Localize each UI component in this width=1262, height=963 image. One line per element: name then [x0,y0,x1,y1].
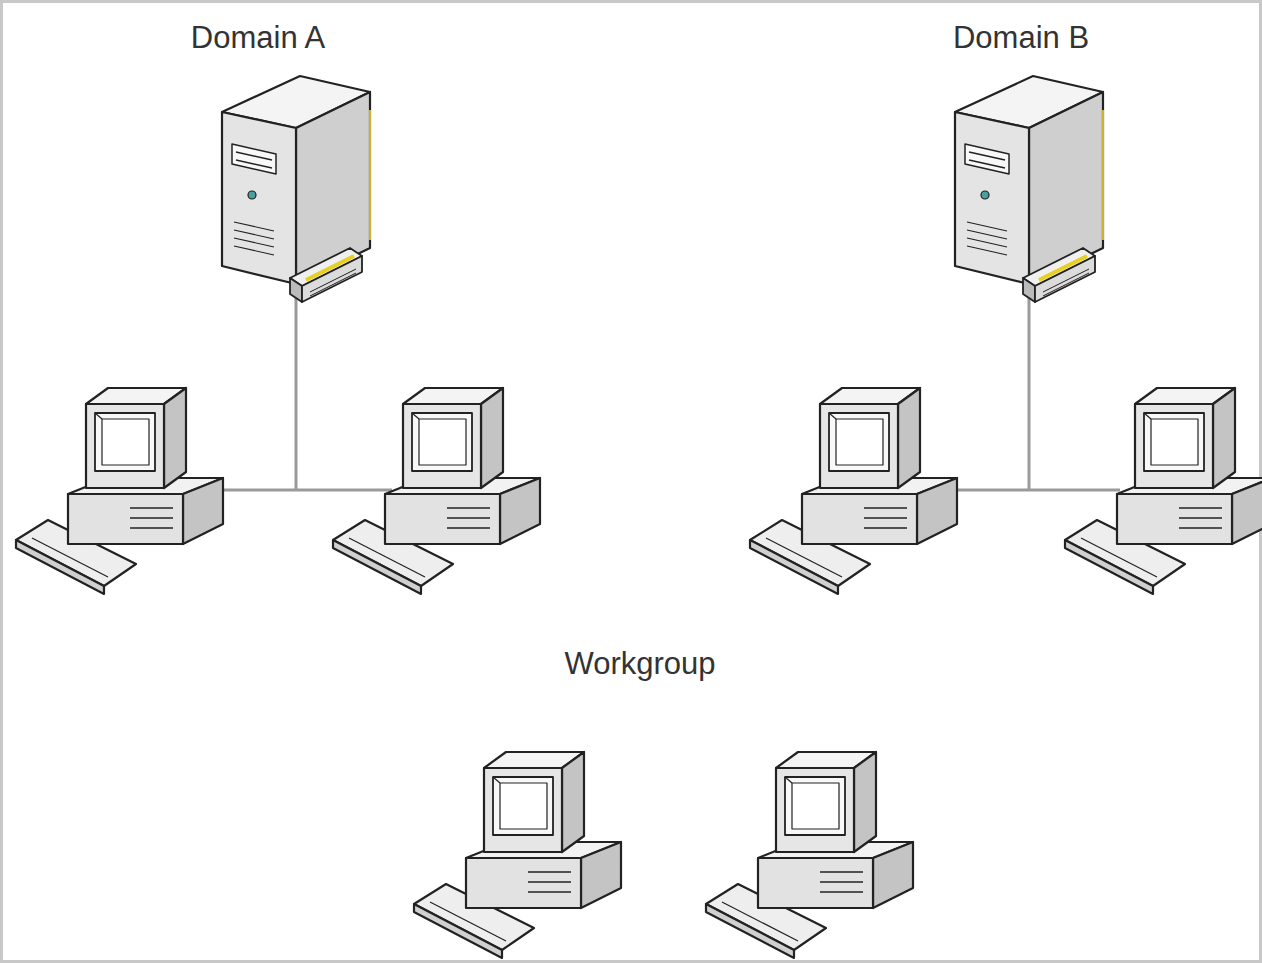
group-label: Workgroup [564,646,715,682]
workstation [16,388,223,594]
network-wire [150,298,1120,490]
workstation [414,752,621,958]
group-label: Domain A [191,20,325,56]
server-tower [222,76,370,302]
server-tower [955,76,1103,302]
group-label: Domain B [953,20,1089,56]
workstation [706,752,913,958]
workstation [333,388,540,594]
workstation [750,388,957,594]
workstation [1065,388,1262,594]
